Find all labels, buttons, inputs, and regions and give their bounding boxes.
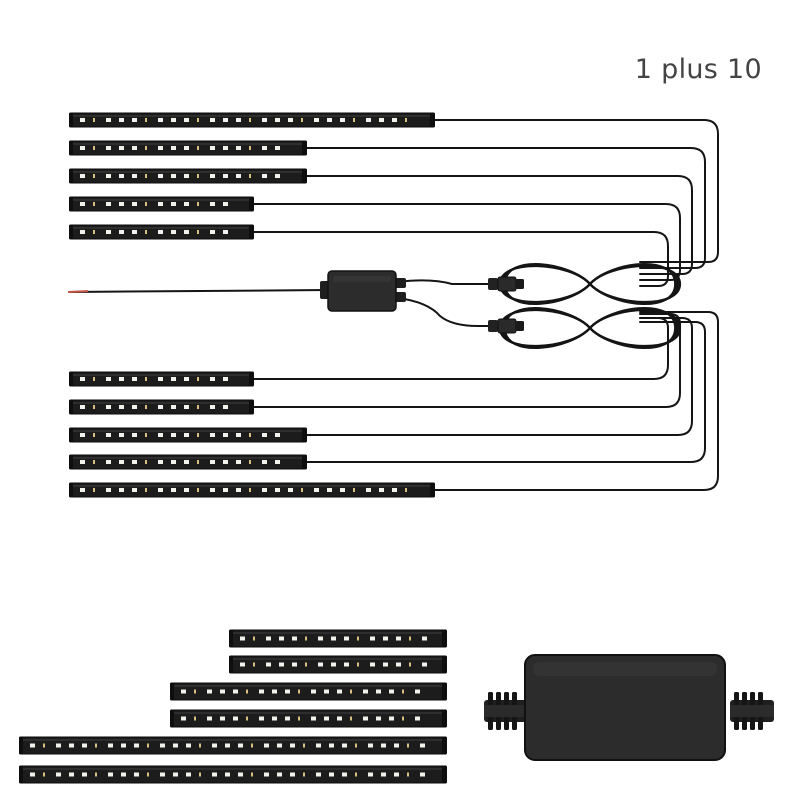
control-box-highlight: [533, 662, 717, 676]
controller-output-lower: [397, 297, 491, 327]
led-strip-upper: [69, 224, 254, 240]
mounting-clip: [484, 692, 528, 730]
led-strip-lower: [69, 427, 307, 443]
top-strip-wire: [433, 119, 719, 263]
connection-wires: [67, 119, 719, 491]
led-strips: [69, 112, 435, 498]
led-strip-upper: [69, 140, 307, 156]
top-strip-wire: [252, 231, 669, 287]
led-strip-lower: [69, 482, 435, 498]
bottom-strip-wire: [433, 311, 719, 491]
led-strip-upper: [69, 112, 435, 128]
loose-parts: [19, 629, 774, 784]
lower-plug-connector: [488, 318, 524, 334]
power-lead-wire: [69, 289, 329, 293]
bottom-strip-wire: [305, 317, 693, 436]
led-strip-spare: [229, 655, 447, 674]
power-lead-tip: [67, 290, 89, 293]
led-strip-spare: [19, 765, 447, 784]
top-strip-wire: [305, 147, 706, 269]
bottom-strip-wire: [305, 321, 706, 463]
led-strip-upper: [69, 196, 254, 212]
control-box: [320, 270, 406, 312]
controller-output-upper: [397, 279, 491, 285]
led-strip-upper: [69, 168, 307, 184]
bottom-strip-wire: [252, 317, 669, 380]
control-box-assembly: [320, 263, 682, 349]
control-box-large: [484, 654, 774, 761]
mounting-clip: [730, 692, 774, 730]
upper-plug-connector: [488, 276, 524, 292]
led-strip-lower: [69, 371, 254, 387]
top-strip-wire: [305, 175, 693, 275]
product-caption: 1 plus 10: [634, 54, 762, 85]
bottom-strip-wire: [252, 313, 681, 408]
led-strip-spare: [170, 682, 447, 701]
led-strip-spare: [19, 736, 447, 755]
control-box-body: [524, 654, 726, 761]
led-strip-spare: [170, 709, 447, 728]
lower-cable-coil: [498, 307, 682, 349]
led-strip-lower: [69, 454, 307, 470]
led-strip-spare: [229, 629, 447, 648]
upper-cable-coil: [498, 263, 682, 305]
led-strip-lower: [69, 399, 254, 415]
